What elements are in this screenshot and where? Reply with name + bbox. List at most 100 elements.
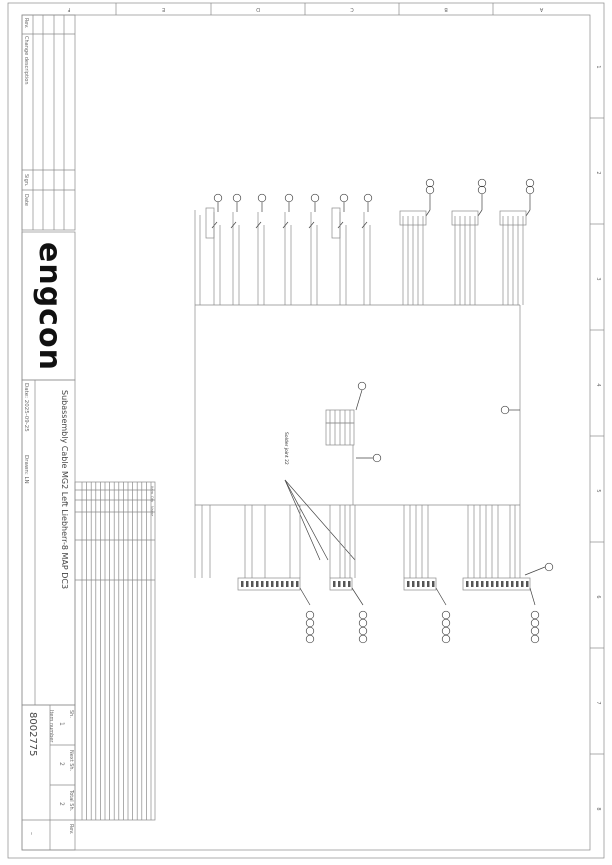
connector-pin: [241, 581, 244, 587]
reference-circle: [477, 185, 487, 195]
row-label: 1: [595, 65, 601, 68]
bom-header-qty: Qty: [150, 496, 154, 502]
connector-pin: [407, 581, 410, 587]
lead: [355, 389, 363, 411]
connector-pin: [333, 581, 336, 587]
switch-contact: [255, 221, 262, 229]
sheet-label: Sh.: [68, 710, 74, 718]
column-label: E: [162, 6, 165, 12]
reference-circle: [425, 185, 435, 195]
date-value: Date: 2025-09-25: [23, 383, 29, 432]
reference-circle: [530, 618, 540, 628]
reference-circle: [500, 405, 510, 415]
reference-circle: [530, 626, 540, 636]
change-description-label: Change description: [23, 36, 29, 85]
reference-circle: [213, 193, 223, 203]
row-markers: 1 2 3 4 5 6 7 8: [590, 65, 604, 811]
bom-table: Item Qty Name: [74, 481, 156, 821]
row-label: 8: [595, 807, 601, 810]
column-label: B: [444, 6, 448, 12]
reference-circle: [284, 193, 294, 203]
connector-pin: [466, 581, 469, 587]
reference-circle: [257, 193, 267, 203]
row-label: 4: [595, 383, 601, 386]
connector-pin: [276, 581, 279, 587]
reference-circle: [530, 610, 540, 620]
outer-border: [7, 2, 605, 859]
reference-circle: [530, 634, 540, 644]
rev-value: –: [28, 832, 35, 835]
date-label: Date: [23, 194, 29, 206]
lead: [477, 209, 483, 217]
connector-pin: [256, 581, 259, 587]
bracket: [331, 207, 341, 239]
reference-circle: [358, 618, 368, 628]
connector-pin: [296, 581, 299, 587]
reference-circle: [339, 193, 349, 203]
connector-pin: [491, 581, 494, 587]
connector-pin: [471, 581, 474, 587]
lead: [425, 209, 431, 217]
connector-pin: [526, 581, 529, 587]
connector-pin: [271, 581, 274, 587]
connector-pin: [516, 581, 519, 587]
connector-pin: [291, 581, 294, 587]
next-sheet-value: 2: [58, 762, 65, 766]
connector-pin: [348, 581, 351, 587]
sheet-value: 1: [58, 722, 65, 726]
connector-pin: [261, 581, 264, 587]
row-label: 2: [595, 171, 601, 174]
leader: [284, 479, 356, 561]
drawn-by: Drawn: LN: [23, 455, 29, 484]
bracket: [205, 207, 215, 239]
reference-circle: [232, 193, 242, 203]
connector-pin: [476, 581, 479, 587]
reference-circle: [441, 618, 451, 628]
sign-label: Sign.: [23, 174, 29, 187]
reference-circle: [525, 185, 535, 195]
connector-pin: [506, 581, 509, 587]
connector-pin: [521, 581, 524, 587]
reference-circle: [477, 178, 487, 188]
reference-circle: [441, 626, 451, 636]
reference-circle: [358, 610, 368, 620]
switch-contact: [361, 221, 368, 229]
row-label: 7: [595, 701, 601, 704]
lead: [525, 209, 531, 217]
reference-circle: [305, 618, 315, 628]
switch-contact: [211, 221, 218, 229]
rev-label: Rev.: [23, 18, 29, 29]
column-label: C: [350, 6, 354, 12]
switch-contact: [337, 221, 344, 229]
row-label: 5: [595, 489, 601, 492]
reference-circle: [425, 178, 435, 188]
next-sheet-label: Next Sh.: [68, 750, 74, 772]
connector-block: [462, 577, 531, 591]
connector-pin: [417, 581, 420, 587]
switch-contact: [308, 221, 315, 229]
connector-pin: [266, 581, 269, 587]
switch-contact: [230, 221, 237, 229]
engcon-logo: engcon: [32, 242, 67, 371]
connector-pin: [501, 581, 504, 587]
column-label: F: [67, 6, 70, 12]
reference-circle: [372, 453, 382, 463]
drawing-title: Subassembly Cable MG2 Left Liebherr-8 MA…: [60, 390, 69, 589]
solder-joint-label: Solder joint 22: [283, 432, 289, 465]
connector-pin: [412, 581, 415, 587]
total-sheet-label: Total Sh.: [68, 789, 74, 812]
revision-block: Rev. Change description Sign. Date: [21, 14, 76, 231]
row-label: 6: [595, 595, 601, 598]
lead: [435, 587, 447, 606]
connector-pin: [286, 581, 289, 587]
connector-block: [329, 577, 353, 591]
inner-border: [21, 14, 591, 851]
row-label: 3: [595, 277, 601, 280]
reference-circle: [305, 610, 315, 620]
reference-circle: [310, 193, 320, 203]
title-block: engcon Date: 2025-09-25 Drawn: LN Subass…: [21, 231, 76, 851]
column-label: A: [539, 6, 543, 12]
reference-circle: [441, 610, 451, 620]
